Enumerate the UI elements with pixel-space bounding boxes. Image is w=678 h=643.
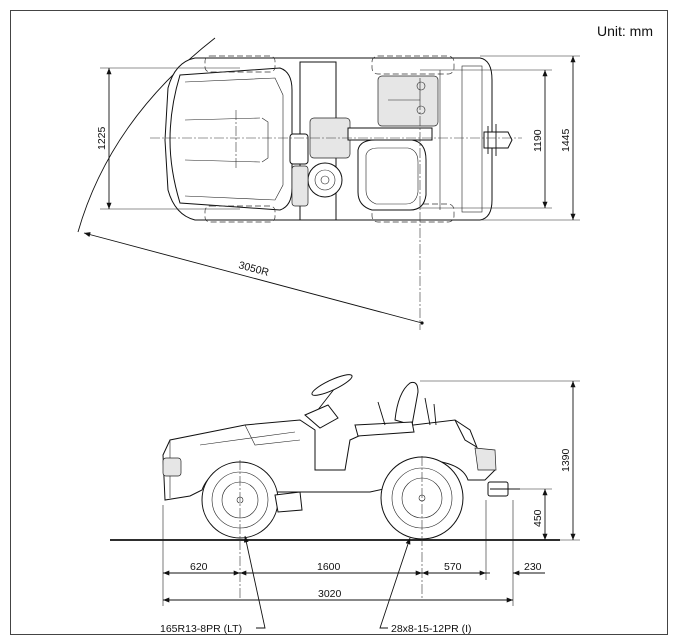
turning-radius-label: 3050R (237, 259, 270, 279)
overall-height-label: 1390 (560, 448, 572, 472)
rear-overhang-label: 570 (444, 561, 462, 573)
unit-label: Unit: mm (597, 23, 653, 39)
wheelbase-label: 1600 (317, 561, 341, 573)
top-view: 3050R (77, 37, 580, 330)
side-view: 1390 450 620 1600 570 230 3020 165R13-8P… (110, 374, 580, 635)
hood-top (169, 67, 293, 211)
rear-track-label: 1190 (532, 129, 544, 152)
rear-tire-label: 28x8-15-12PR (I) (391, 623, 472, 635)
overall-length-label: 3020 (318, 588, 342, 600)
hitch-height-label: 450 (532, 509, 544, 527)
front-tire-label: 165R13-8PR (LT) (160, 623, 242, 635)
turning-radius-line (83, 232, 423, 324)
overall-width-label: 1445 (560, 128, 572, 152)
front-overhang-label: 620 (190, 561, 208, 573)
front-track-label: 1225 (96, 126, 108, 150)
hitch-overhang-label: 230 (524, 561, 542, 573)
